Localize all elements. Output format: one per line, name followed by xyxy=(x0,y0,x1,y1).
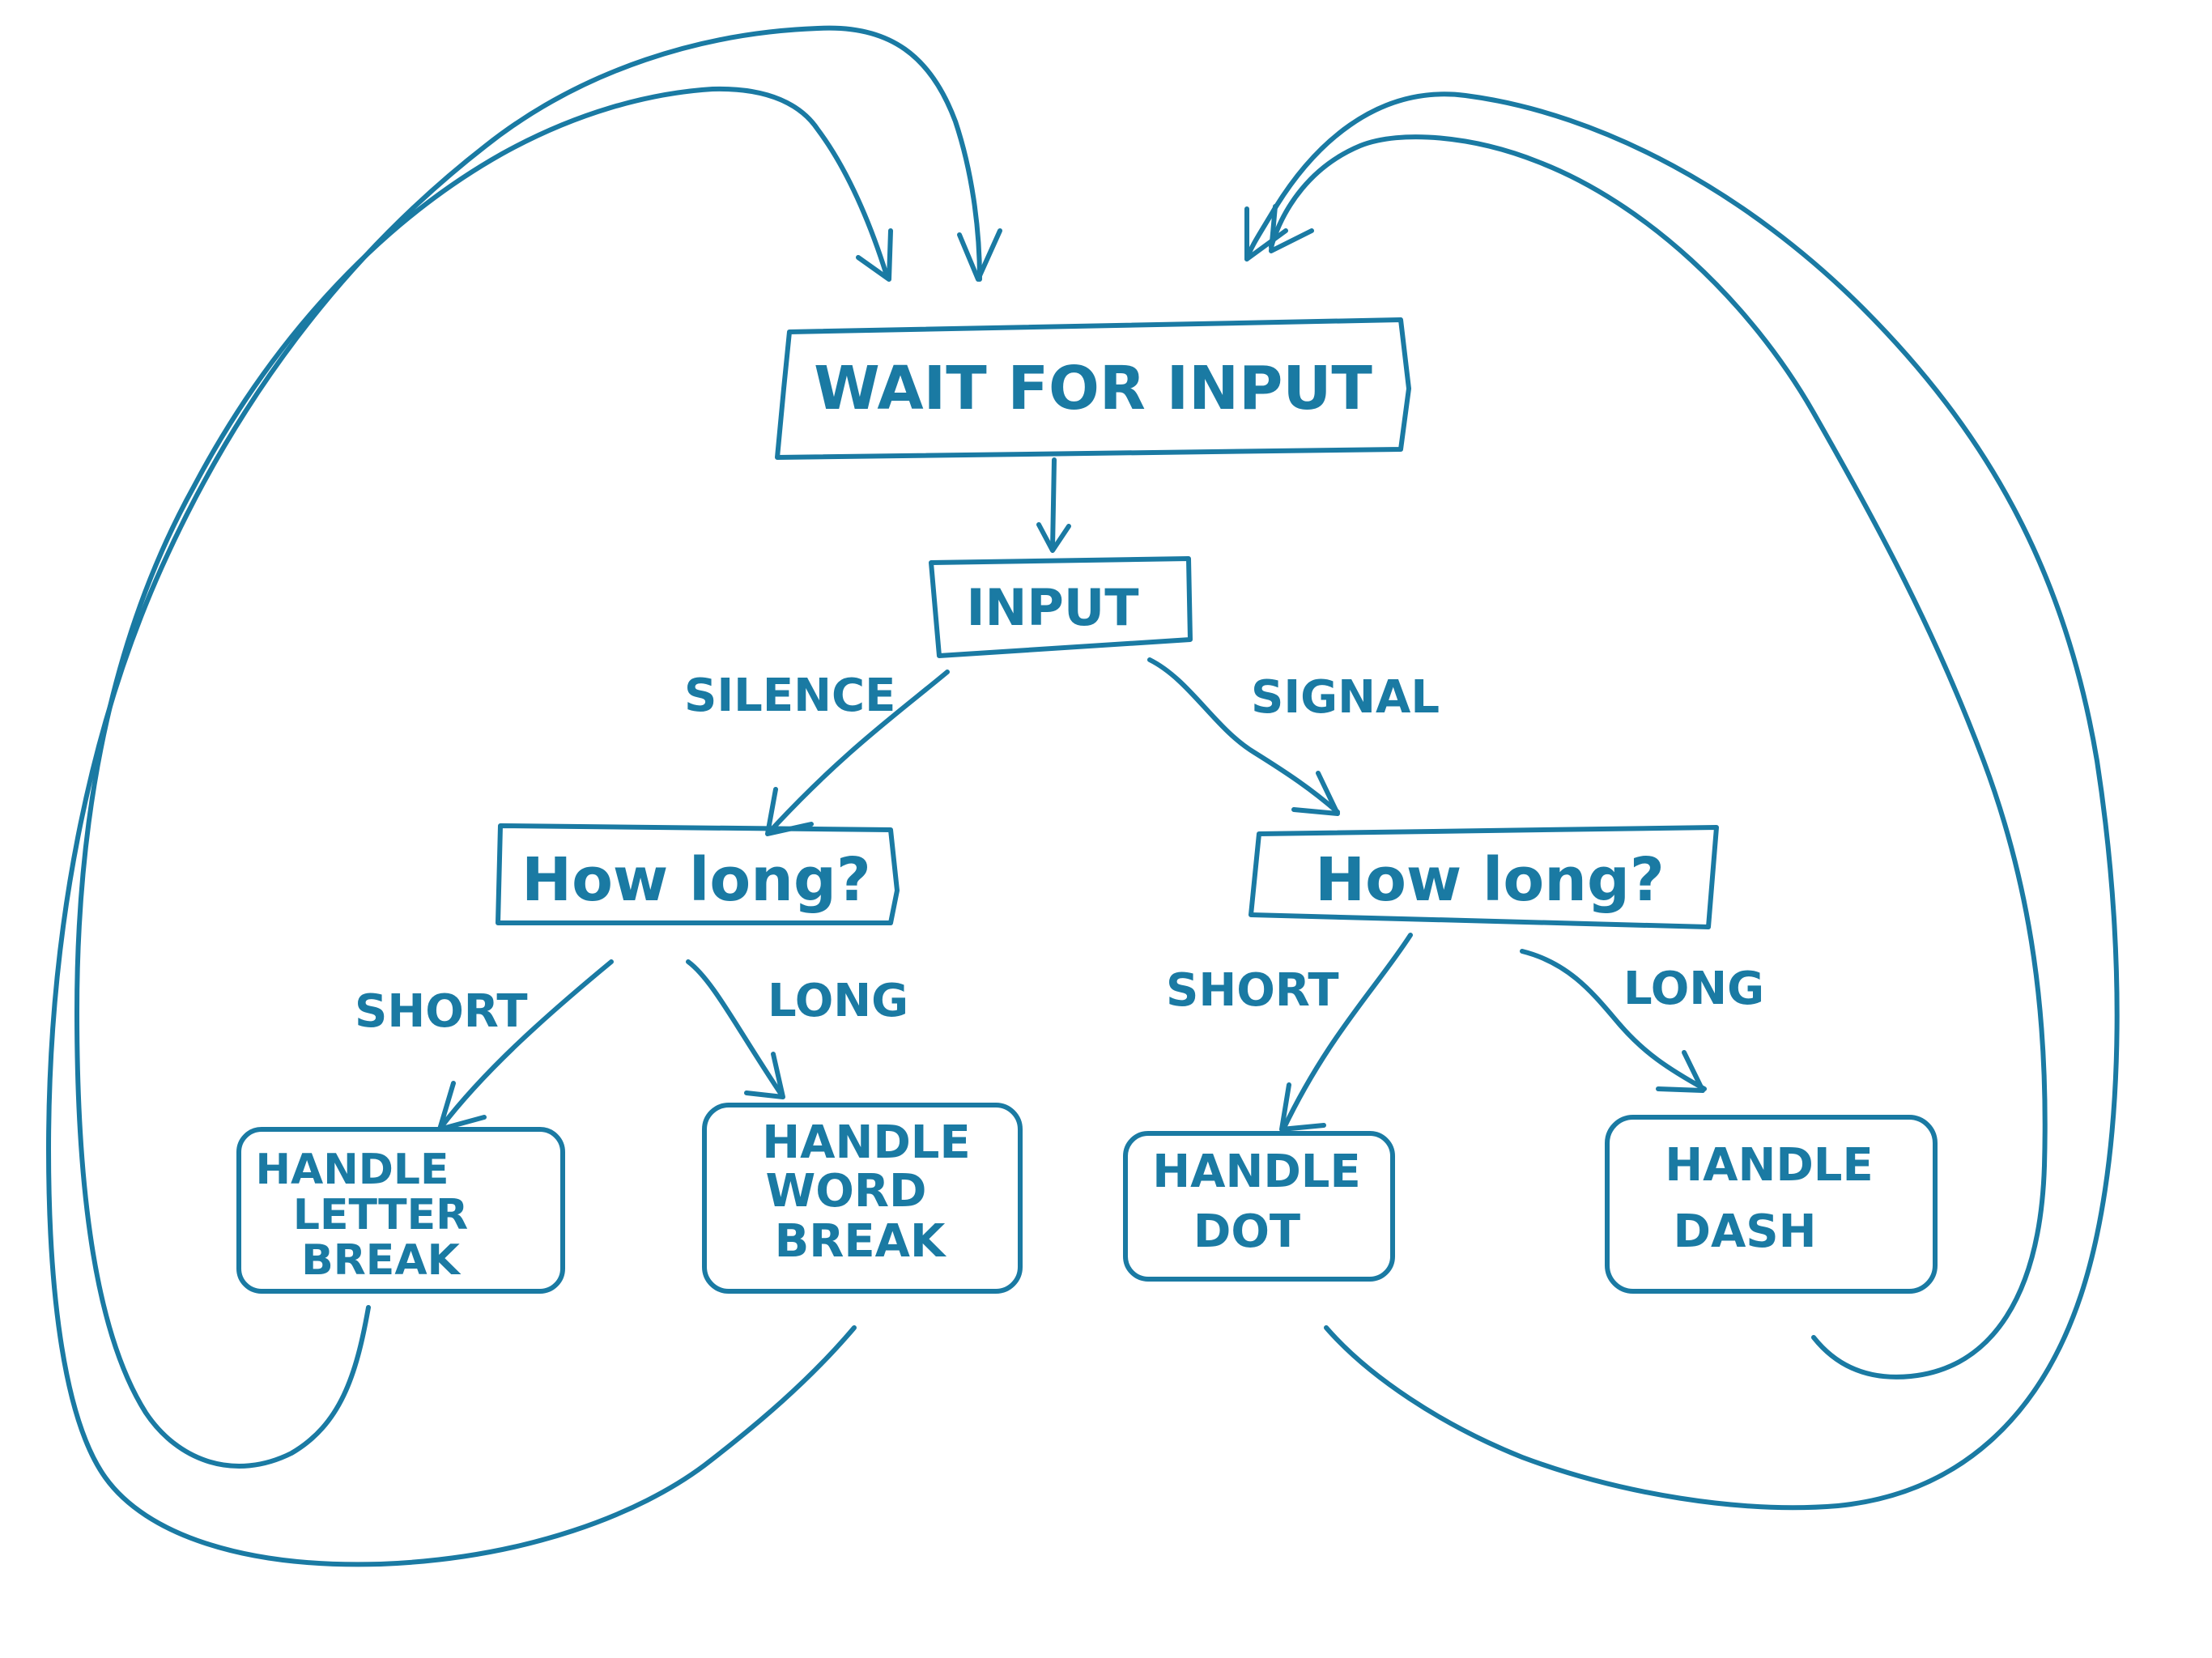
edge-label-short-left: SHORT xyxy=(355,985,528,1038)
arrow-wait-to-input xyxy=(1036,457,1071,553)
node-handle-word-break-box xyxy=(702,1103,1023,1294)
edge-label-silence: SILENCE xyxy=(684,670,895,722)
arrow-short-to-dot xyxy=(1279,933,1413,1132)
node-input-label: INPUT xyxy=(966,578,1138,637)
node-handle-dot-box xyxy=(1123,1131,1395,1282)
arrow-input-to-how-long-silence xyxy=(765,670,950,836)
loop-dot-to-wait xyxy=(1244,91,2120,1511)
arrow-short-to-letter-break xyxy=(437,959,614,1132)
loop-word-break-to-wait xyxy=(46,25,1002,1567)
node-handle-dash-line1: HANDLE xyxy=(1665,1139,1874,1192)
arrow-long-to-dash xyxy=(1520,949,1707,1093)
node-how-long-signal-label: How long? xyxy=(1315,845,1665,915)
node-wait-for-input-label: WAIT FOR INPUT xyxy=(814,354,1372,423)
node-wait-for-input: WAIT FOR INPUT xyxy=(775,317,1411,460)
node-how-long-silence: How long? xyxy=(496,823,900,925)
node-handle-word-break: HANDLE WORD BREAK xyxy=(702,1103,1023,1294)
node-handle-dash-line2: DASH xyxy=(1673,1205,1816,1258)
arrow-long-to-word-break xyxy=(686,959,785,1099)
node-handle-letter-break: HANDLE LETTER BREAK xyxy=(236,1127,565,1294)
node-handle-letter-break-line1: HANDLE xyxy=(255,1146,449,1194)
loop-dash-to-wait xyxy=(1269,134,2048,1380)
node-how-long-signal: How long? xyxy=(1249,825,1719,929)
node-handle-word-break-line1: HANDLE xyxy=(762,1116,971,1169)
edge-label-short-right: SHORT xyxy=(1166,964,1339,1017)
node-handle-word-break-line3: BREAK xyxy=(775,1215,947,1268)
node-handle-word-break-line2: WORD xyxy=(766,1165,927,1218)
arrow-input-to-how-long-signal xyxy=(1147,657,1340,816)
node-handle-letter-break-line2: LETTER xyxy=(293,1191,468,1239)
edge-label-long-left: LONG xyxy=(768,975,908,1027)
edge-label-signal: SIGNAL xyxy=(1251,671,1440,724)
node-handle-dash-box xyxy=(1605,1115,1938,1294)
edge-label-long-right: LONG xyxy=(1623,963,1764,1015)
node-input: INPUT xyxy=(929,556,1193,658)
node-handle-dot-line2: DOT xyxy=(1193,1205,1300,1258)
node-how-long-silence-label: How long? xyxy=(521,845,871,915)
node-handle-dash: HANDLE DASH xyxy=(1605,1115,1938,1294)
loop-letter-break-to-wait xyxy=(74,86,893,1469)
node-handle-dot-line1: HANDLE xyxy=(1152,1146,1361,1198)
node-handle-letter-break-line3: BREAK xyxy=(301,1236,461,1285)
node-handle-dot: HANDLE DOT xyxy=(1123,1131,1395,1282)
node-handle-letter-break-box xyxy=(236,1127,565,1294)
